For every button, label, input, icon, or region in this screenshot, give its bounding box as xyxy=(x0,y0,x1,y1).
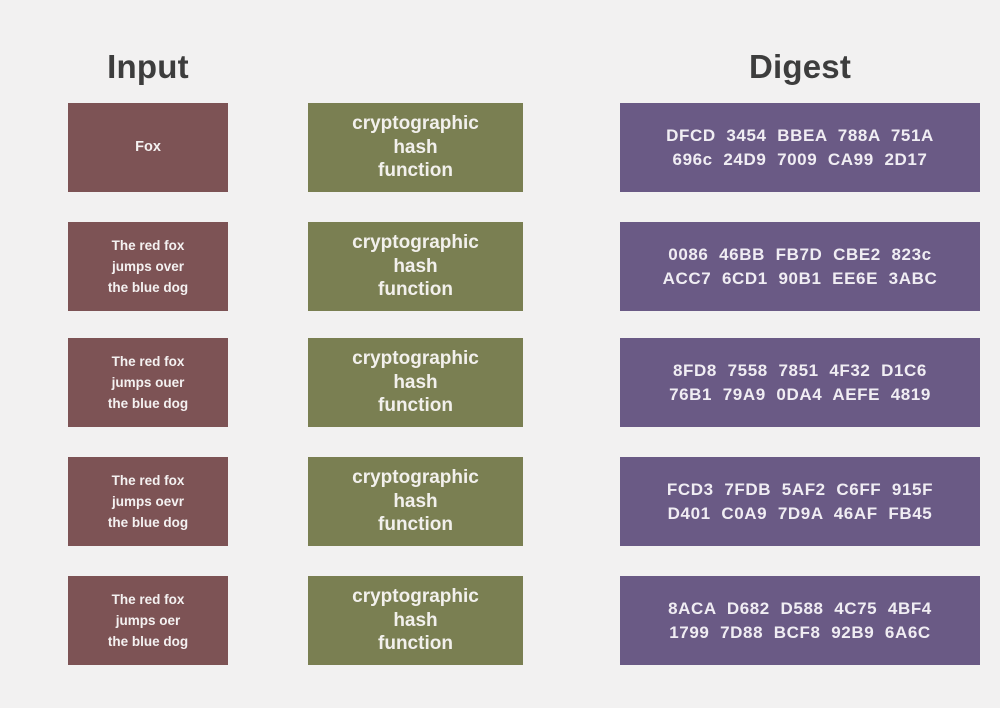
column-heading-input: Input xyxy=(107,48,189,85)
column-heading-digest: Digest xyxy=(748,48,852,85)
input-text: Fox xyxy=(135,139,161,155)
input-box: Fox xyxy=(68,103,228,192)
